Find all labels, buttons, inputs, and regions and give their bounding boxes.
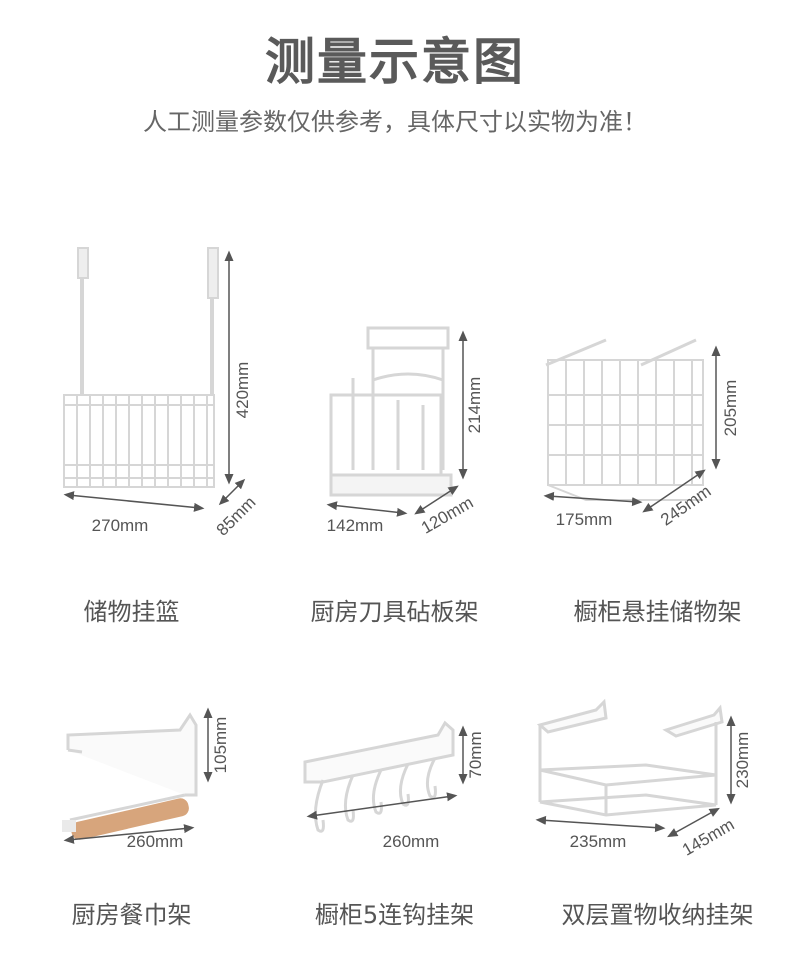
cabinet-basket-diagram: 205mm 175mm 245mm xyxy=(543,338,740,530)
width-label: 260mm xyxy=(127,832,184,851)
height-label: 214mm xyxy=(465,377,484,434)
paper-towel-holder-diagram: 105mm 260mm xyxy=(62,707,230,851)
product-card-hook-rack: 70mm 260mm 橱柜5连钩挂架 xyxy=(263,630,526,970)
product-name: 厨房刀具砧板架 xyxy=(310,598,479,626)
width-label: 270mm xyxy=(92,516,149,535)
knife-rack-diagram: 214mm 142mm 120mm xyxy=(326,326,484,538)
depth-label: 145mm xyxy=(679,815,738,860)
height-label: 205mm xyxy=(721,380,740,437)
depth-label: 245mm xyxy=(657,481,714,529)
height-label: 230mm xyxy=(733,732,752,789)
width-label: 142mm xyxy=(327,516,384,535)
product-name: 橱柜5连钩挂架 xyxy=(314,901,475,929)
product-card-knife-rack: 214mm 142mm 120mm 厨房刀具砧板架 xyxy=(263,220,526,626)
product-card-storage-basket: 420mm 270mm 85mm 储物挂篮 xyxy=(0,220,263,626)
two-tier-rack-diagram: 230mm 235mm 145mm xyxy=(535,698,752,860)
width-label: 175mm xyxy=(556,510,613,529)
product-name: 橱柜悬挂储物架 xyxy=(573,598,742,626)
product-card-paper-towel-holder: 105mm 260mm 厨房餐巾架 xyxy=(0,630,263,970)
height-label: 420mm xyxy=(233,362,252,419)
page-subtitle: 人工测量参数仅供参考，具体尺寸以实物为准！ xyxy=(143,108,647,136)
height-label: 105mm xyxy=(211,717,230,774)
product-card-two-tier-rack: 230mm 235mm 145mm 双层置物收纳挂架 xyxy=(526,630,789,970)
width-label: 235mm xyxy=(570,832,627,851)
height-label: 70mm xyxy=(466,731,485,778)
hook-rack-diagram: 70mm 260mm xyxy=(303,720,485,851)
page-title: 测量示意图 xyxy=(265,33,525,91)
depth-label: 120mm xyxy=(418,493,477,538)
depth-label: 85mm xyxy=(213,493,260,540)
product-name: 厨房餐巾架 xyxy=(71,901,192,929)
width-label: 260mm xyxy=(383,832,440,851)
product-card-cabinet-basket: 205mm 175mm 245mm 橱柜悬挂储物架 xyxy=(526,220,789,626)
product-name: 双层置物收纳挂架 xyxy=(561,901,754,929)
storage-basket-diagram: 420mm 270mm 85mm xyxy=(63,247,260,540)
product-name: 储物挂篮 xyxy=(83,598,180,626)
